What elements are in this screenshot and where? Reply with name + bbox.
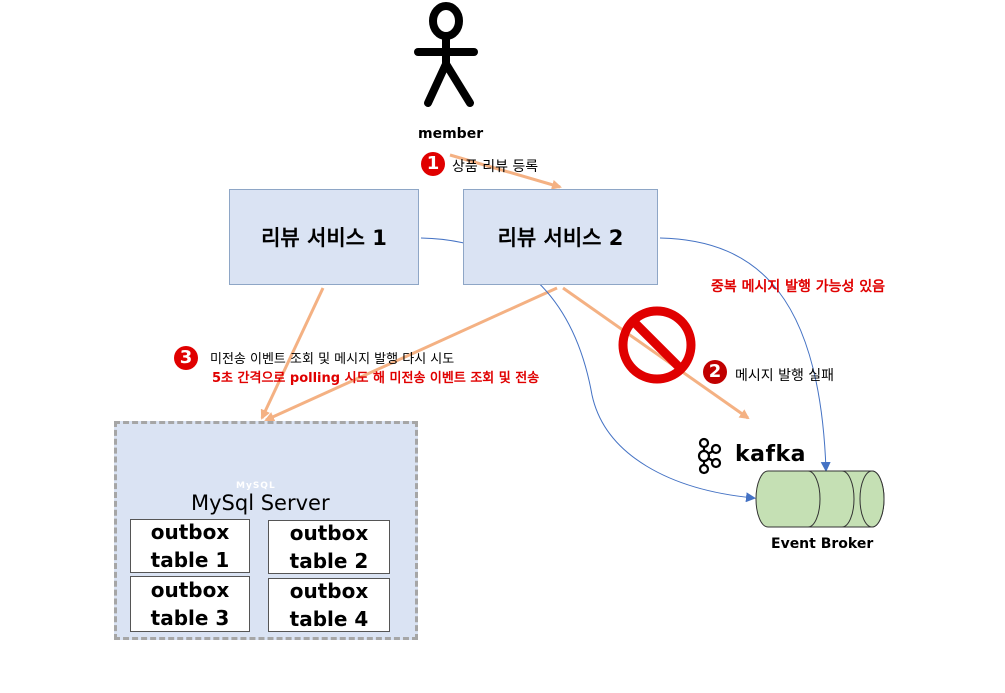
mysql-logo-text: MySQL — [236, 481, 276, 491]
outbox-table-1: outbox table 1 — [130, 519, 250, 573]
duplicate-warning-label: 중복 메시지 발행 가능성 있음 — [711, 279, 886, 295]
prohibit-icon — [618, 306, 696, 384]
outbox-table-3: outbox table 3 — [130, 576, 250, 632]
outbox-table-1-line1: outbox — [150, 520, 230, 544]
arrow-service2-to-kafka-failed — [562, 286, 750, 420]
step3-polling-note: 5초 간격으로 polling 시도 해 미전송 이벤트 조회 및 전송 — [212, 371, 540, 386]
review-service-1: 리뷰 서비스 1 — [229, 189, 419, 285]
outbox-table-2: outbox table 2 — [268, 520, 390, 574]
kafka-logo-text: kafka — [735, 442, 807, 467]
outbox-table-4-line1: outbox — [289, 579, 369, 603]
outbox-table-2-line2: table 2 — [289, 549, 369, 573]
arrow-service2-to-db — [264, 286, 558, 422]
outbox-table-4: outbox table 4 — [268, 578, 390, 632]
step1-label: 상품 리뷰 등록 — [452, 159, 539, 175]
step1-badge: 1 — [421, 152, 445, 176]
step2-badge: 2 — [703, 360, 727, 384]
kafka-icon — [697, 437, 722, 475]
step3-badge: 3 — [174, 346, 198, 370]
step2-label: 메시지 발행 실패 — [735, 368, 835, 384]
outbox-table-3-line1: outbox — [150, 578, 230, 602]
arrow-service2-to-broker — [659, 237, 831, 472]
mysql-server-label: MySql Server — [191, 491, 330, 515]
member-label: member — [418, 126, 484, 142]
event-broker-queue-icon — [755, 470, 885, 528]
outbox-table-1-line2: table 1 — [150, 548, 230, 572]
step3-label: 미전송 이벤트 조회 및 메시지 발행 다시 시도 — [210, 352, 455, 367]
stick-figure-icon — [414, 2, 478, 107]
outbox-table-4-line2: table 4 — [289, 607, 369, 631]
event-broker-label: Event Broker — [771, 536, 874, 552]
outbox-table-2-line1: outbox — [289, 521, 369, 545]
review-service-1-label: 리뷰 서비스 1 — [261, 226, 387, 250]
review-service-2: 리뷰 서비스 2 — [463, 189, 658, 285]
outbox-table-3-line2: table 3 — [150, 606, 230, 630]
arrow-member-to-service2 — [449, 153, 562, 190]
arrow-service1-to-db — [260, 287, 325, 420]
review-service-2-label: 리뷰 서비스 2 — [497, 226, 624, 250]
